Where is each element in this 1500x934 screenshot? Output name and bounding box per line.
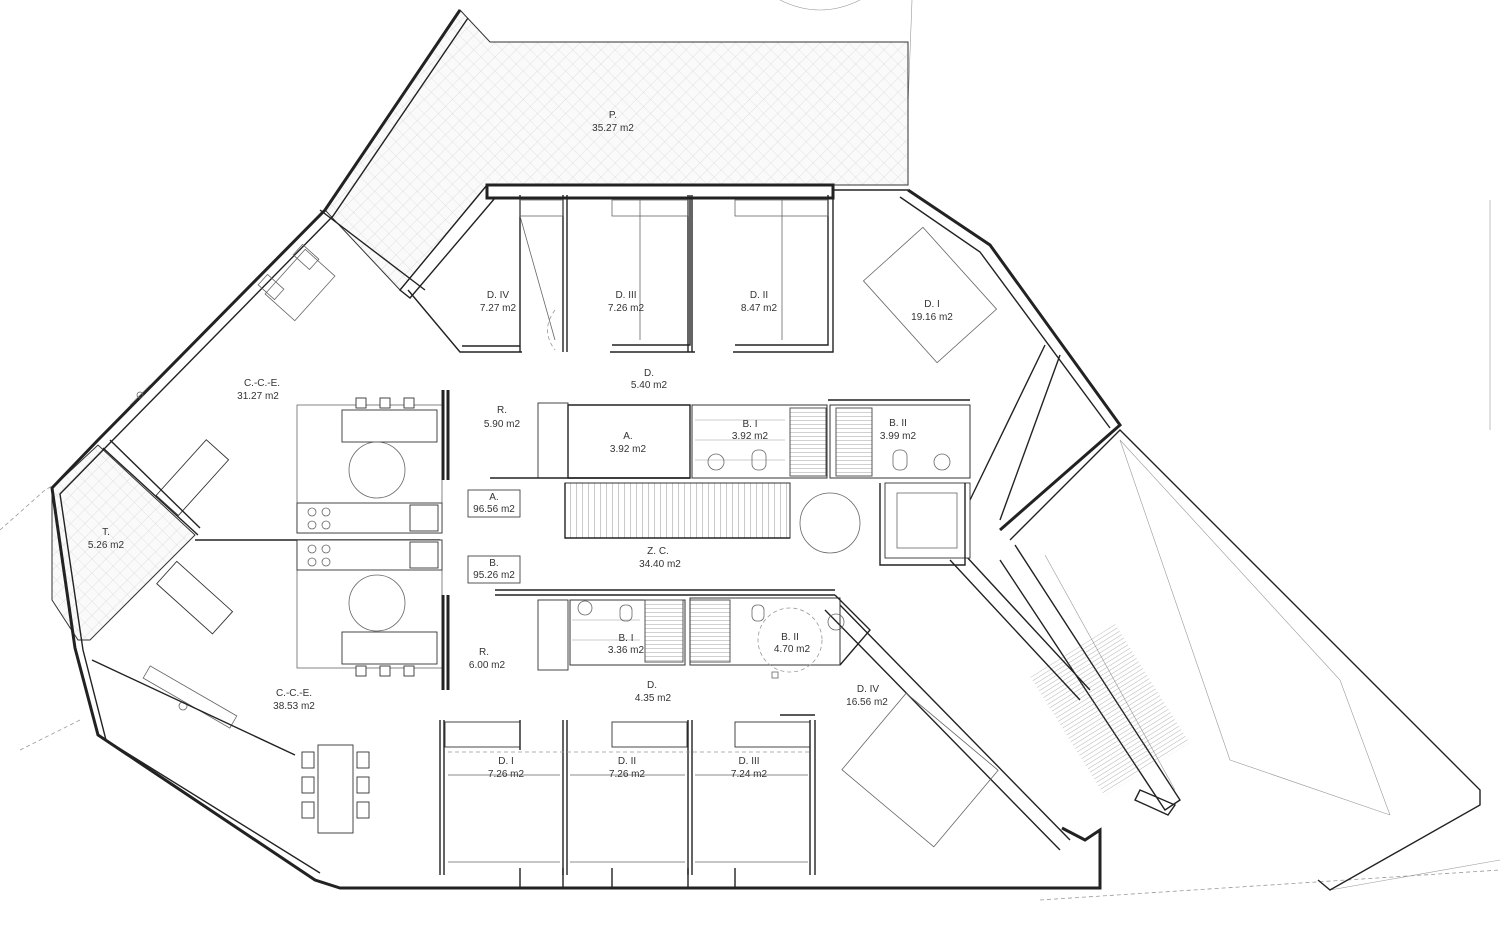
room-d2-top-area: 8.47 m2 [741,303,778,314]
room-r-bot-area: 6.00 m2 [469,660,506,671]
unit-b-area: 95.26 m2 [473,570,515,581]
room-d-bot-area: 4.35 m2 [635,693,672,704]
lower-unit-furniture [91,539,450,834]
room-d3-top-area: 7.26 m2 [608,303,645,314]
room-labels: P. 35.27 m2 D. IV 7.27 m2 D. III 7.26 m2… [88,110,953,780]
room-b1-top-name: B. I [742,419,757,430]
room-cce-bot-name: C.-C.-E. [276,688,312,699]
top-bedrooms [407,195,998,364]
unit-b-name: B. [489,558,498,569]
room-d4-bot-area: 16.56 m2 [846,697,888,708]
room-a-area: 3.92 m2 [610,444,647,455]
diagonal-walls [824,344,1091,851]
room-cce-bot-area: 38.53 m2 [273,701,315,712]
room-d-top-area: 5.40 m2 [631,380,668,391]
room-b2-top-name: B. II [889,418,907,429]
room-t-area: 5.26 m2 [88,540,125,551]
room-p-name: P. [609,110,617,121]
room-b2-bot-area: 4.70 m2 [774,644,811,655]
room-r-top-area: 5.90 m2 [484,419,521,430]
bottom-bedrooms [439,692,999,888]
room-d3-bot-name: D. III [738,756,759,767]
room-b1-top-area: 3.92 m2 [732,431,769,442]
lower-service-block [495,589,871,679]
room-d-bot-name: D. [647,680,657,691]
terrace-p-area [324,9,909,291]
room-d-top-name: D. [644,368,654,379]
room-cce-top-name: C.-C.-E. [244,378,280,389]
room-r-bot-name: R. [479,647,489,658]
room-d2-top-name: D. II [750,290,768,301]
unit-b-label-box [467,555,521,584]
room-d4-bot-name: D. IV [857,684,880,695]
outer-walls [50,9,1123,890]
room-d3-top-name: D. III [615,290,636,301]
unit-a-label-box [467,489,521,518]
unit-a-area: 96.56 m2 [473,504,515,515]
room-p-area: 35.27 m2 [592,123,634,134]
stair-core [999,429,1481,891]
room-d4-top-name: D. IV [487,290,510,301]
room-d3-bot-area: 7.24 m2 [731,769,768,780]
room-zc-name: Z. C. [647,546,669,557]
terrace-t-area [51,444,196,641]
upper-service-block [490,399,971,479]
room-b1-bot-area: 3.36 m2 [608,645,645,656]
unit-a-name: A. [489,492,498,503]
room-d2-bot-area: 7.26 m2 [609,769,646,780]
room-zc-area: 34.40 m2 [639,559,681,570]
room-b2-top-area: 3.99 m2 [880,431,917,442]
room-r-top-name: R. [497,405,507,416]
room-a-name: A. [623,431,632,442]
room-d1-bot-name: D. I [498,756,514,767]
upper-unit-furniture [102,209,450,536]
room-b1-bot-name: B. I [618,633,633,644]
central-stair [564,482,971,566]
room-b2-bot-name: B. II [781,632,799,643]
room-d1-bot-area: 7.26 m2 [488,769,525,780]
room-cce-top-area: 31.27 m2 [237,391,279,402]
room-d4-top-area: 7.27 m2 [480,303,517,314]
room-t-name: T. [102,527,110,538]
room-d2-bot-name: D. II [618,756,636,767]
room-d1-top-area: 19.16 m2 [911,312,953,323]
room-d1-top-name: D. I [924,299,940,310]
